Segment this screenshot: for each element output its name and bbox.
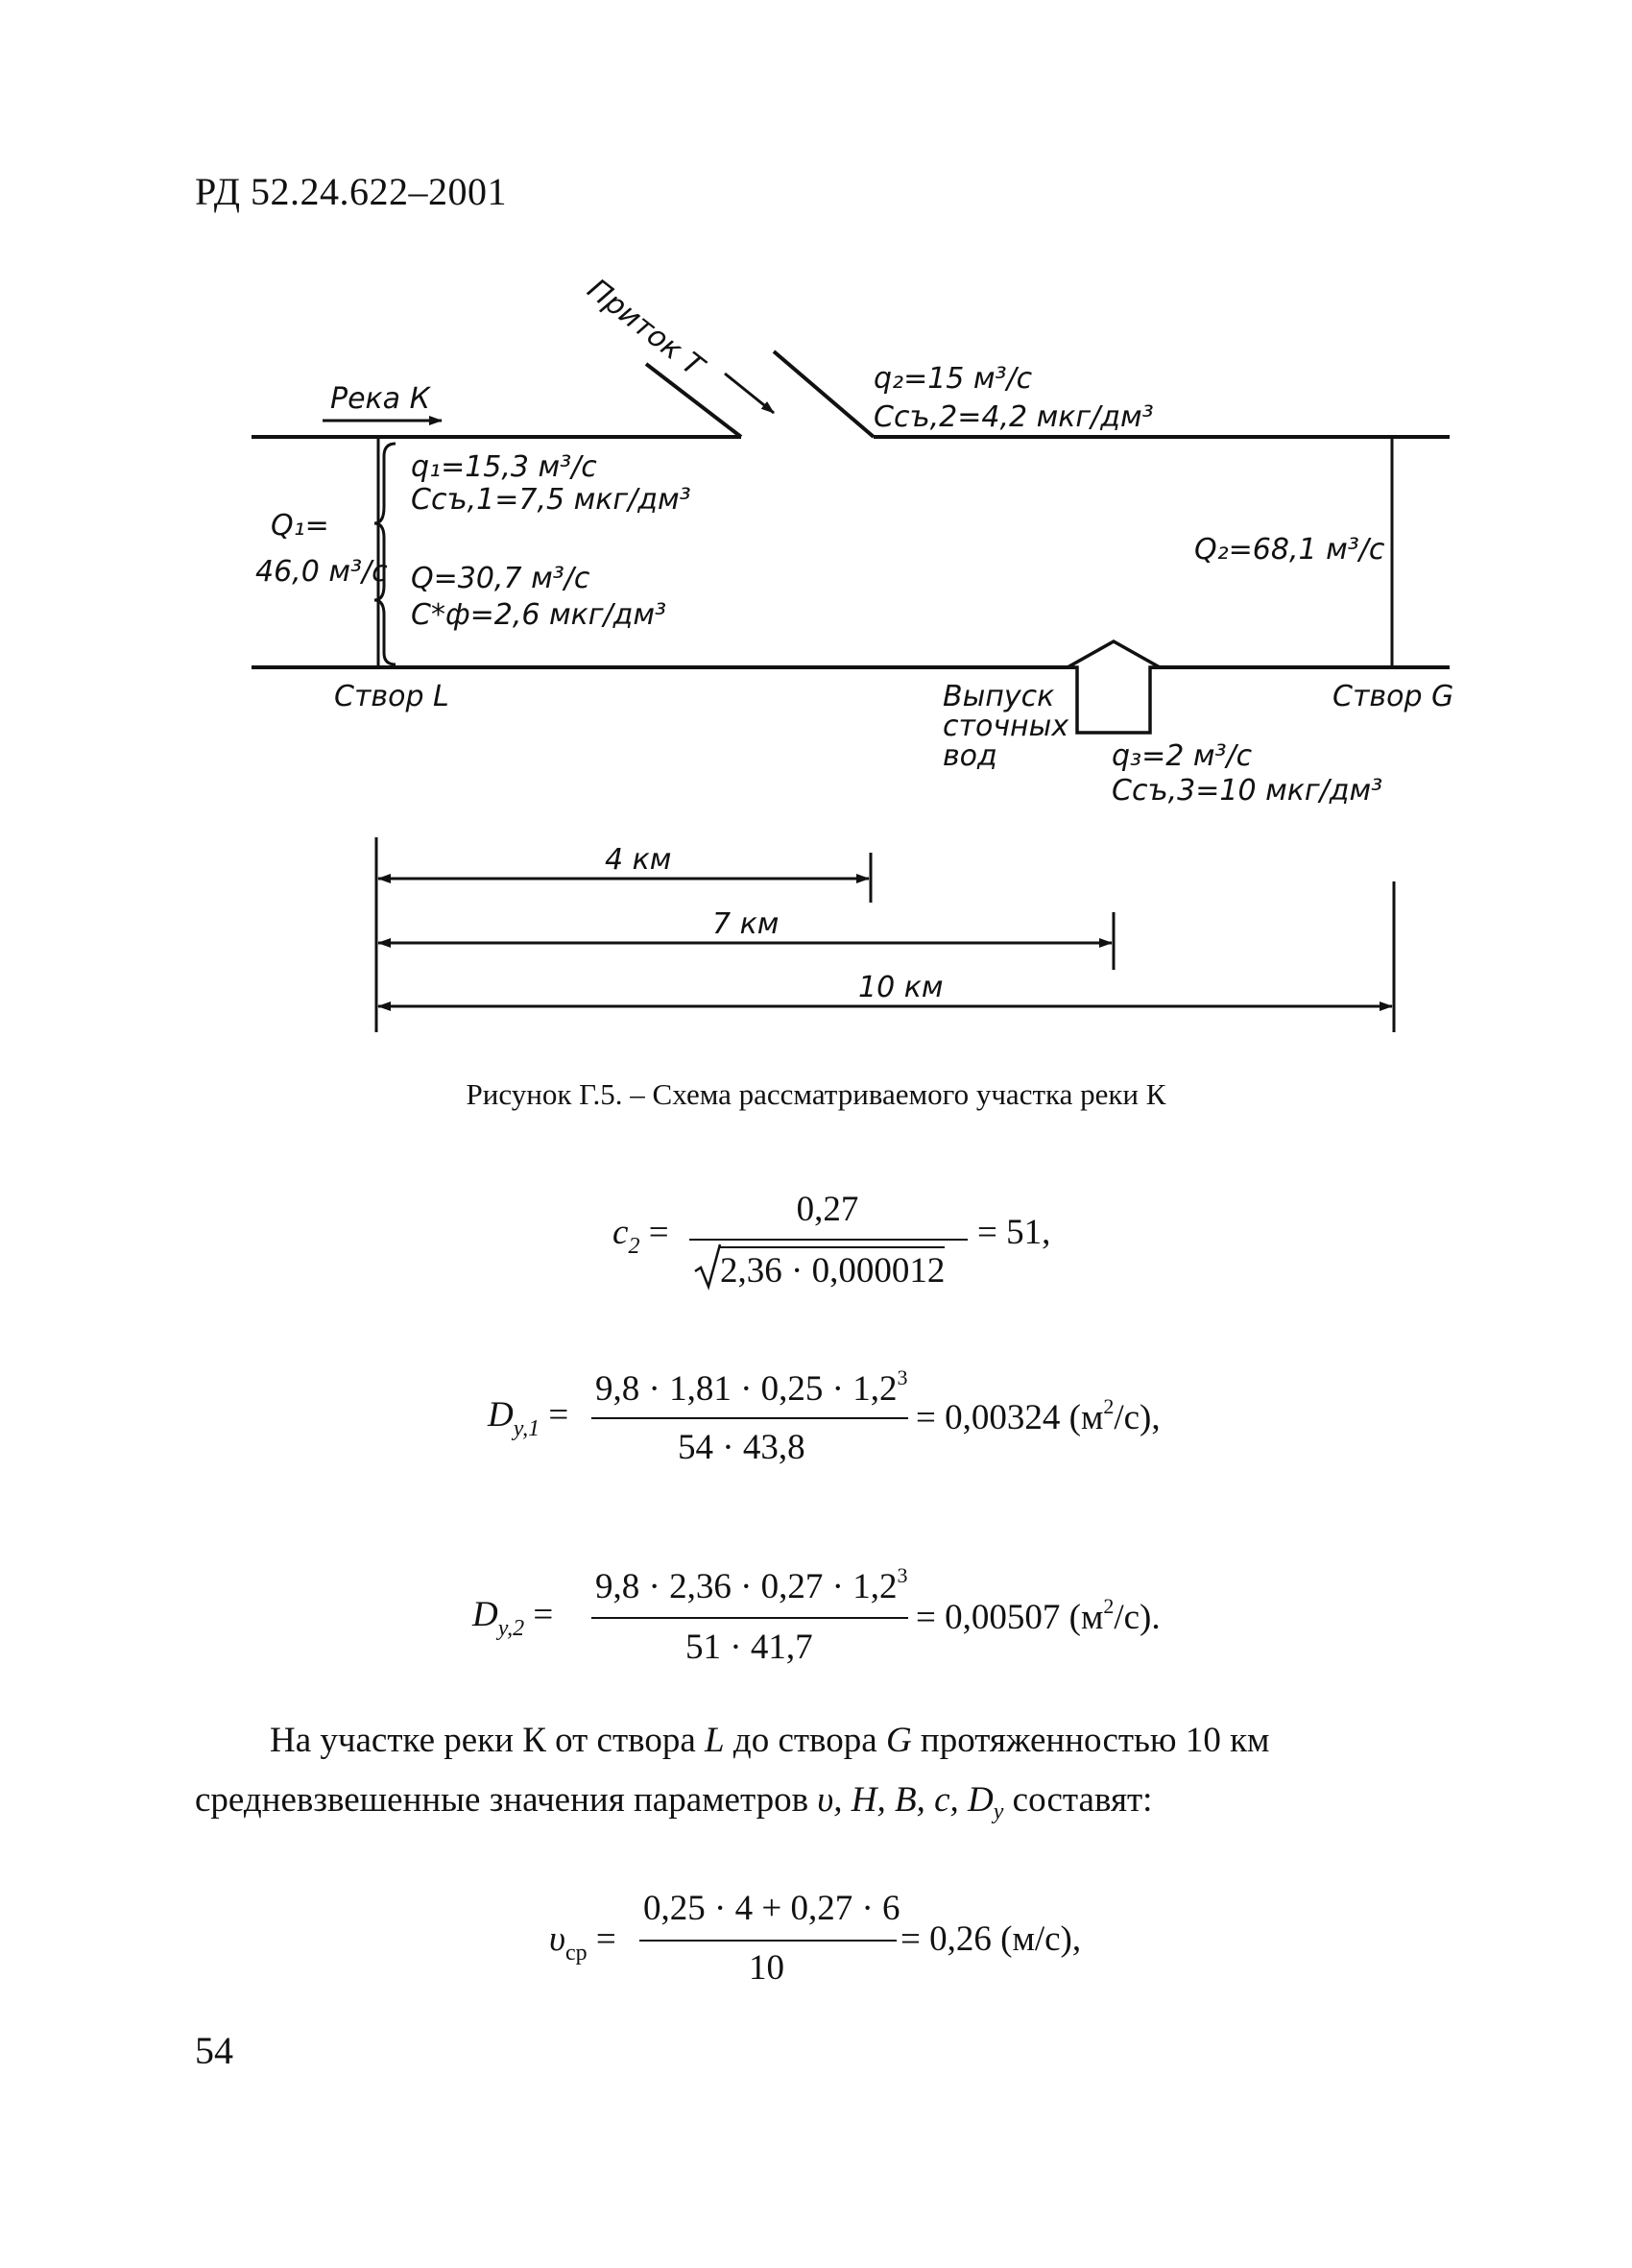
formula-dy1-result: = 0,00324 (м2/с), xyxy=(916,1394,1161,1437)
formula-v-result: = 0,26 (м/с), xyxy=(900,1919,1082,1959)
formula-v-lhs: υср = xyxy=(549,1919,616,1966)
Q1-label-bottom: 46,0 м³/с xyxy=(255,555,388,589)
river-scheme-diagram: Приток Т Река К q₂=15 м³/с Cсъ,2=4,2 мкг… xyxy=(252,273,1453,1032)
Q2-label: Q₂=68,1 м³/с xyxy=(1194,533,1385,567)
figure-caption: Рисунок Г.5. – Схема рассматриваемого уч… xyxy=(466,1077,1166,1111)
formula-dy2-bar xyxy=(591,1617,908,1619)
outlet-label-line2: сточных xyxy=(943,710,1068,743)
paragraph-line-1: На участке реки К от створа L до створа … xyxy=(270,1721,1270,1760)
dim-4-label: 4 км xyxy=(605,843,671,877)
page-number: 54 xyxy=(195,2029,233,2072)
q-flow-label: Q=30,7 м³/с xyxy=(411,562,590,595)
formula-c2-numerator: 0,27 xyxy=(796,1190,859,1229)
formula-v-bar xyxy=(639,1940,897,1942)
q3-conc-label: Cсъ,3=10 мкг/дм³ xyxy=(1112,774,1382,808)
document-code: РД 52.24.622–2001 xyxy=(195,170,508,213)
outlet-arrow xyxy=(1061,639,1166,735)
formula-c2-denominator: 2,36 · 0,000012 xyxy=(720,1246,946,1291)
formula-c2-bar xyxy=(689,1239,968,1241)
outlet-label-line1: Выпуск xyxy=(943,680,1054,713)
formula-c2-result: = 51, xyxy=(977,1213,1051,1252)
q1-flow-label: q₁=15,3 м³/с xyxy=(411,450,597,484)
formula-c2-lhs: c2 = xyxy=(612,1213,669,1259)
formula-dy2-result: = 0,00507 (м2/с). xyxy=(916,1594,1161,1637)
brace-upper xyxy=(373,442,396,545)
formula-dy1-bar xyxy=(591,1417,908,1419)
q2-flow-label: q₂=15 м³/с xyxy=(874,362,1033,396)
dim-10-label: 10 км xyxy=(858,971,943,1004)
Q1-label-top: Q₁= xyxy=(271,509,329,543)
sqrt-icon xyxy=(694,1243,722,1291)
dim-7-label: 7 км xyxy=(712,907,779,941)
formula-v-denominator: 10 xyxy=(749,1948,784,1988)
paragraph-line-2: средневзвешенные значения параметров υ, … xyxy=(195,1780,1153,1824)
formula-v-numerator: 0,25 · 4 + 0,27 · 6 xyxy=(643,1889,900,1928)
q2-conc-label: Cсъ,2=4,2 мкг/дм³ xyxy=(874,400,1154,434)
q1-conc-label: Cсъ,1=7,5 мкг/дм³ xyxy=(411,483,691,517)
q3-flow-label: q₃=2 м³/с xyxy=(1112,739,1253,773)
tributary-label: Приток Т xyxy=(581,273,711,385)
cf-conc-label: C*ф=2,6 мкг/дм³ xyxy=(411,598,666,632)
tributary-flow-arrow xyxy=(724,372,775,415)
formula-dy1-lhs: Dy,1 = xyxy=(488,1395,569,1441)
outlet-label-line3: вод xyxy=(943,739,997,773)
brace-lower xyxy=(373,545,396,666)
formula-dy2-lhs: Dy,2 = xyxy=(472,1595,554,1641)
formula-dy2-denominator: 51 · 41,7 xyxy=(685,1628,813,1667)
formula-dy1-numerator: 9,8 · 1,81 · 0,25 · 1,23 xyxy=(595,1365,908,1409)
section-G-label: Створ G xyxy=(1332,680,1453,713)
river-label: Река К xyxy=(330,382,432,416)
formula-dy1-denominator: 54 · 43,8 xyxy=(678,1428,805,1467)
tributary-right-bank xyxy=(772,350,876,439)
formula-dy2-numerator: 9,8 · 2,36 · 0,27 · 1,23 xyxy=(595,1563,908,1606)
tributary-left-bank xyxy=(644,362,743,439)
section-L-label: Створ L xyxy=(334,680,449,713)
